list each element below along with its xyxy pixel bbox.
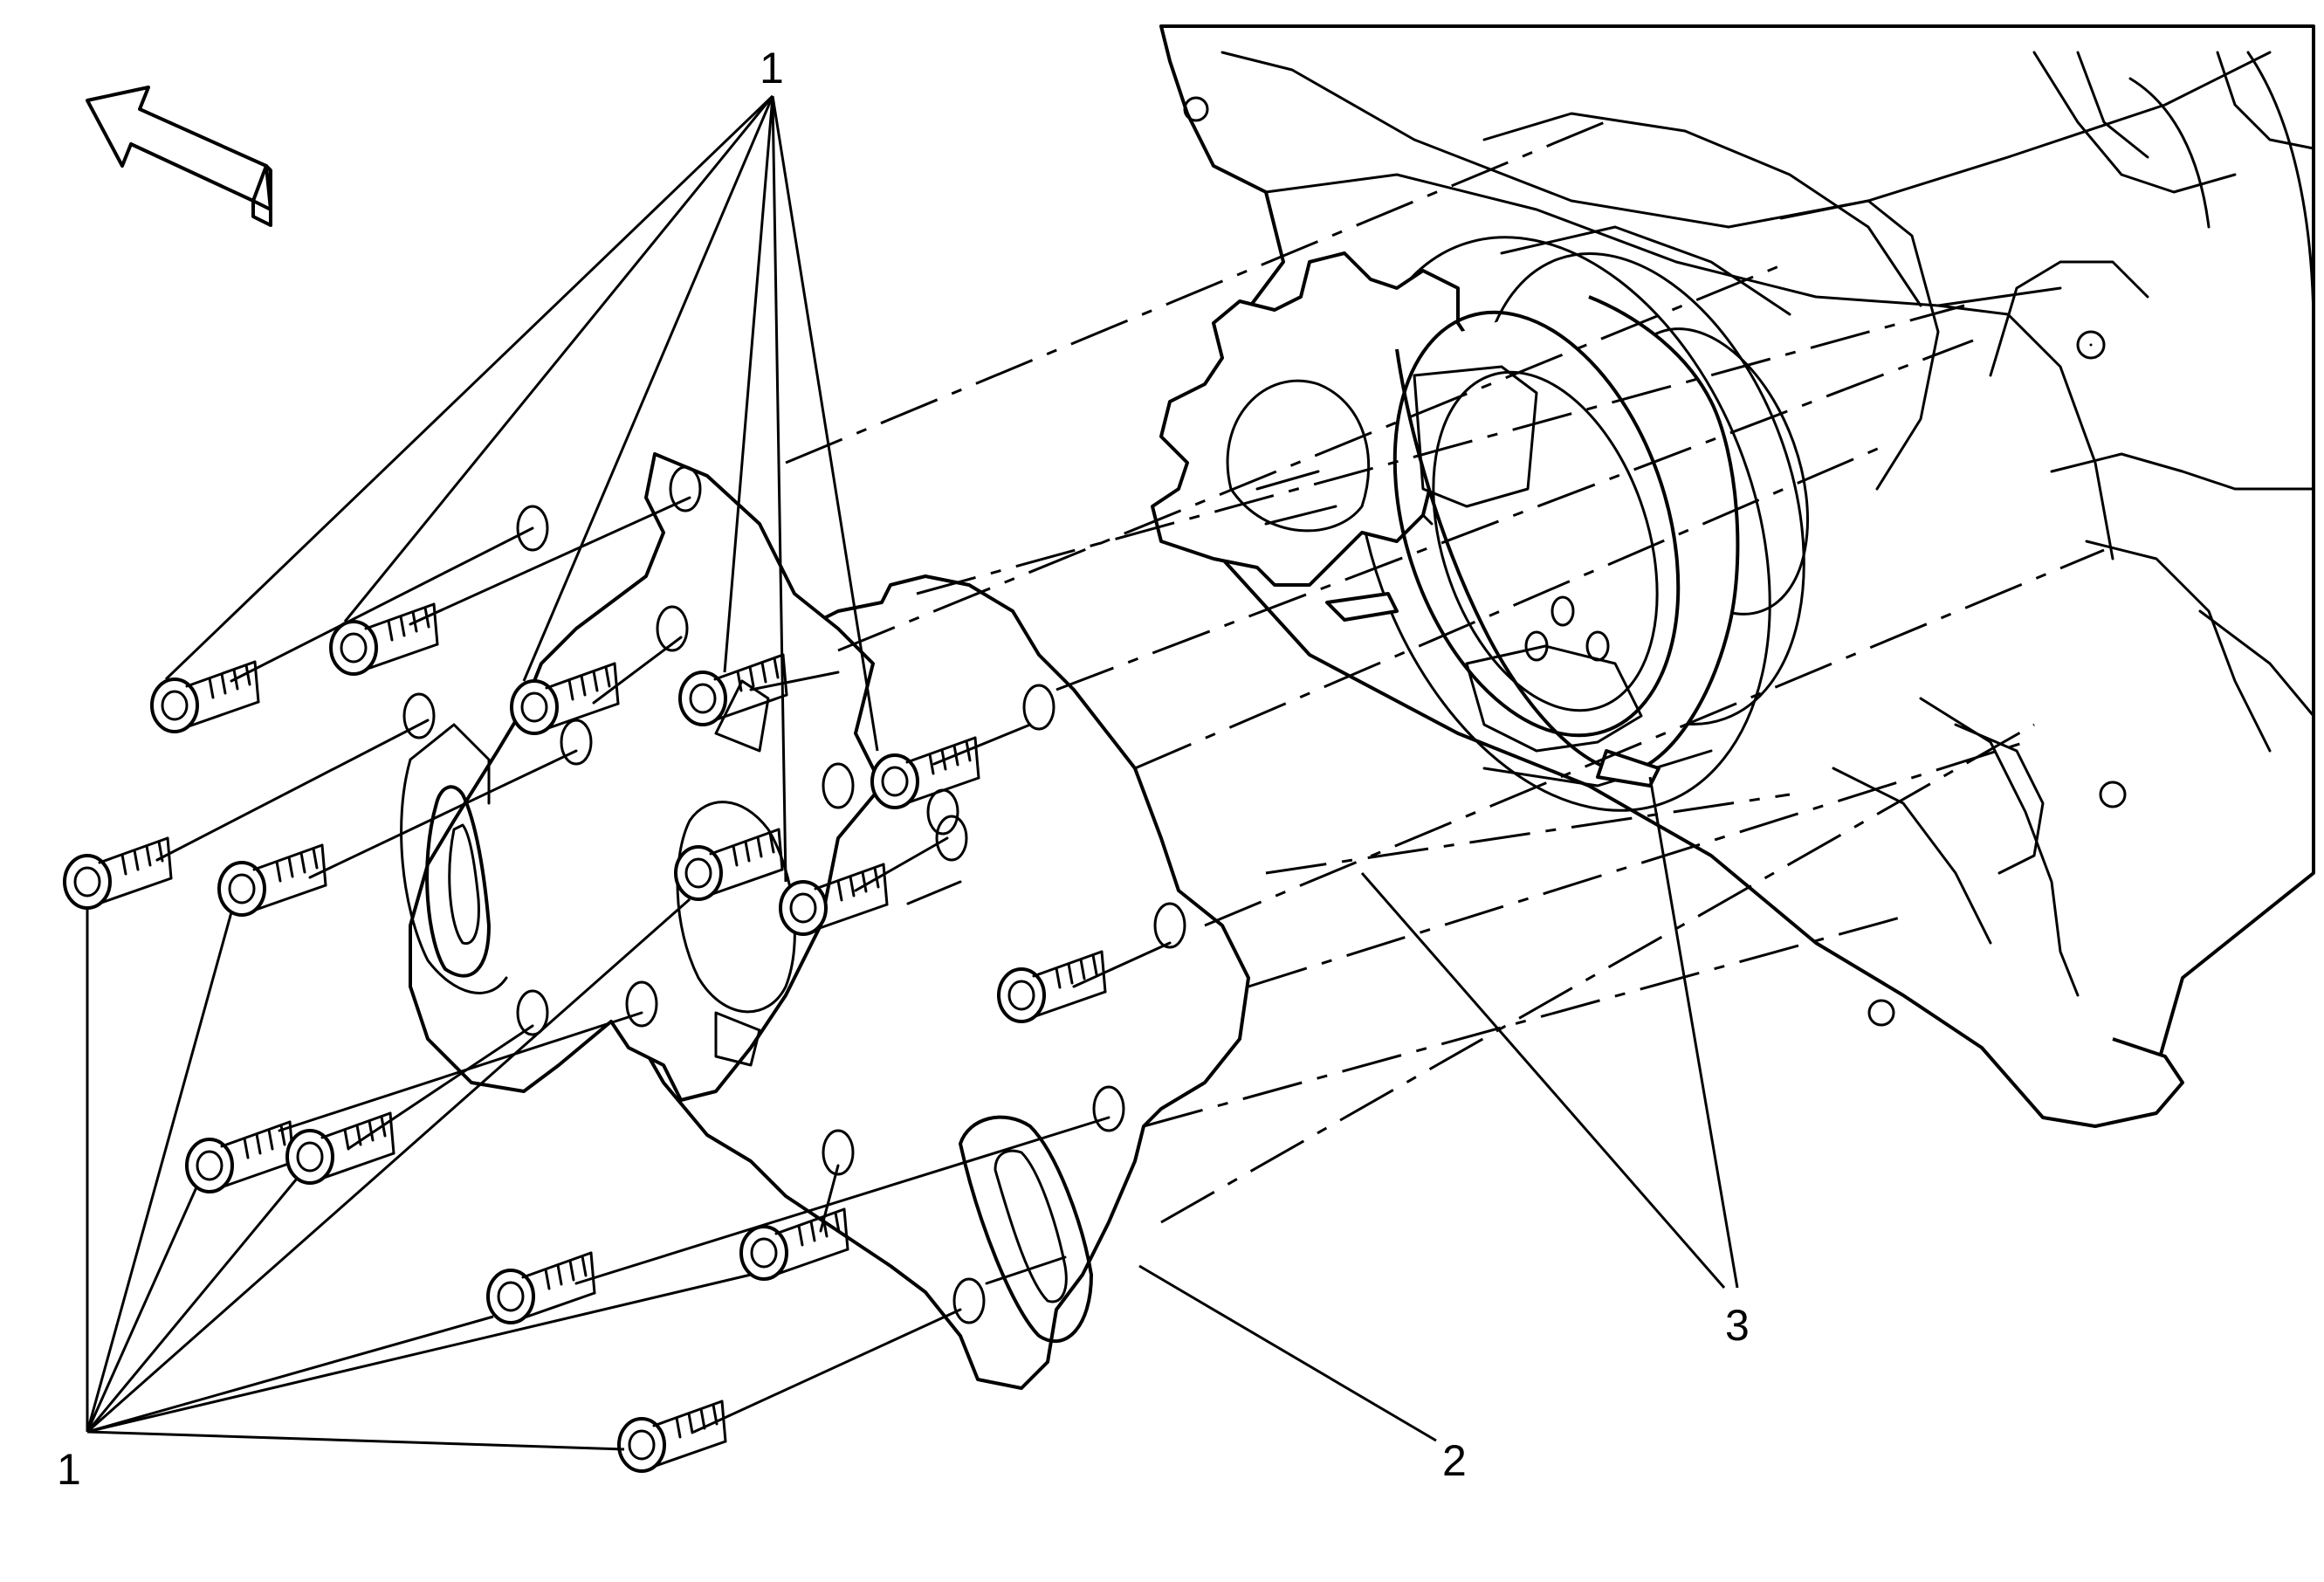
callout-1-top: 1 [760,44,784,93]
oil-pump-outer-rotor [1392,295,1740,788]
bolt [617,1400,727,1473]
leader-lines-callout-1-bottom [86,898,752,1451]
bolt [185,1120,295,1193]
callout-3: 3 [1725,1301,1750,1350]
bolt [150,660,260,733]
leader-lines-callout-1-top [164,94,879,883]
alignment-lines [785,116,2105,1224]
bolt-shaft-lines [155,496,1172,1434]
callout-2: 2 [1442,1436,1467,1485]
leader-line-callout-2 [1138,1264,1437,1442]
leader-lines-callout-3 [1360,776,1739,1289]
bolt [63,836,173,910]
bolt [329,602,439,676]
bolt [217,843,327,917]
bolt [486,1251,596,1324]
crankshaft-bore [1354,225,1810,812]
oil-pump-cover [400,452,884,1102]
engine-block [1159,24,2315,1128]
oil-pump-inner-rotor [1151,251,1486,622]
callout-1-bottom-left: 1 [57,1445,81,1494]
front-direction-arrow-icon [86,86,272,227]
